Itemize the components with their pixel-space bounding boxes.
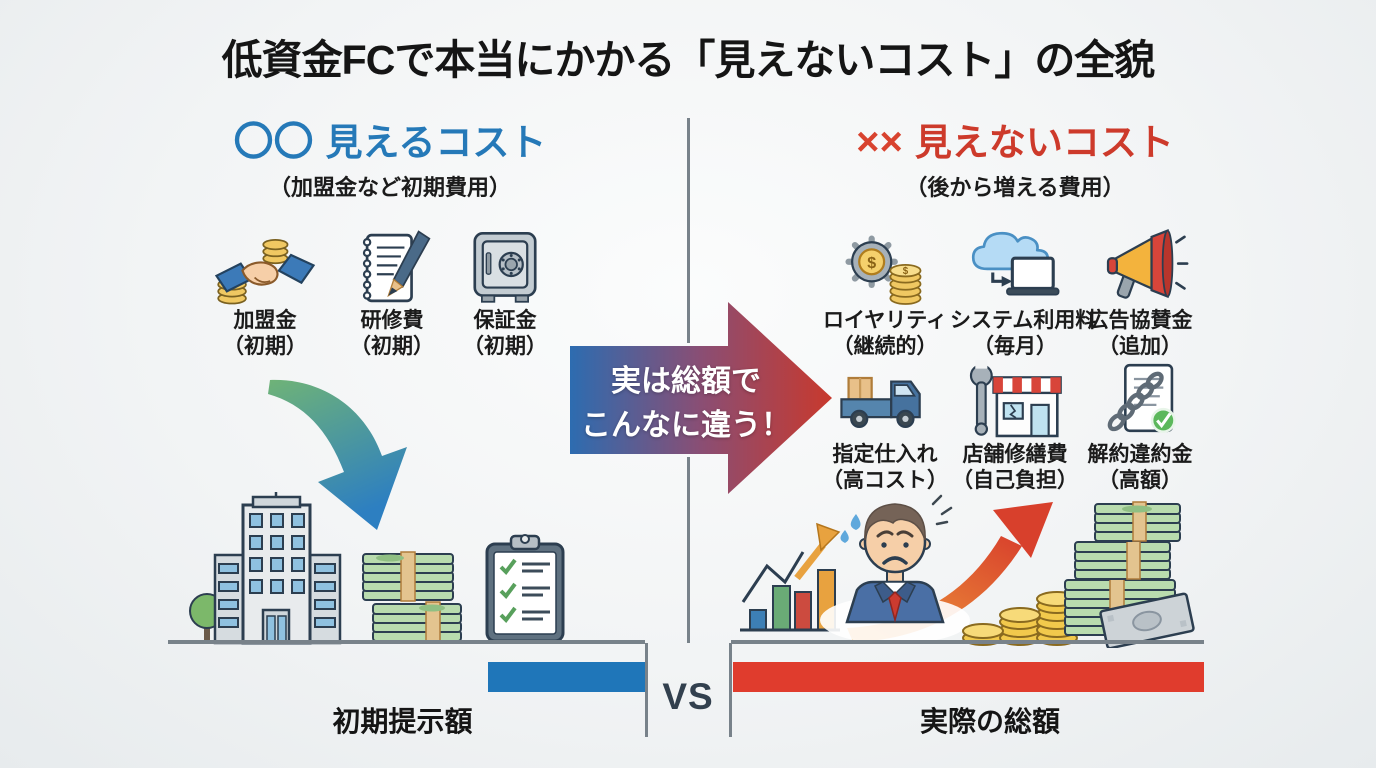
cost-item-training-fee: 研修費 （初期）	[327, 226, 457, 359]
svg-text:$: $	[903, 266, 909, 277]
cost-item-label: 研修費	[360, 309, 424, 332]
visible-costs-subtitle: （加盟金など初期費用）	[268, 175, 511, 200]
actual-amount-label: 実際の総額	[919, 706, 1060, 737]
chain-contract-icon	[1075, 360, 1205, 442]
cost-item-label: 店舗修繕費	[962, 443, 1068, 466]
worried-businessman-icon	[820, 494, 970, 644]
cost-item-franchise-fee: 加盟金 （初期）	[200, 226, 330, 359]
initial-amount-bar	[488, 662, 645, 692]
cost-item-label: 解約違約金	[1087, 443, 1193, 466]
cost-item-cancellation-fee: 解約違約金 （高額）	[1075, 360, 1205, 493]
initial-amount-label: 初期提示額	[332, 706, 473, 737]
cost-item-label: 保証金	[473, 309, 537, 332]
center-divider-bottom	[687, 457, 690, 643]
vs-divider-left	[645, 643, 648, 737]
cost-item-label: システム利用料	[950, 309, 1097, 332]
safe-icon	[440, 226, 570, 308]
vs-divider-right	[729, 643, 732, 737]
coin-stacks-icon	[962, 591, 1078, 646]
cost-item-sublabel: （初期）	[223, 334, 307, 358]
cost-item-sublabel: （毎月）	[973, 334, 1057, 358]
visible-costs-heading: 見えるコスト	[325, 121, 547, 163]
cost-item-sublabel: （継続的）	[832, 334, 938, 358]
cost-item-system-fee: システム利用料 （毎月）	[950, 226, 1097, 359]
cost-item-label: ロイヤリティ	[822, 309, 948, 332]
cost-item-royalty: $ $ ロイヤリティ （継続的）	[820, 226, 950, 359]
notebook-pen-icon	[327, 226, 457, 308]
actual-amount-bar	[733, 662, 1204, 692]
hidden-costs-subtitle: （後から増える費用）	[905, 175, 1125, 200]
arrow-text-line1: 実は総額で	[611, 365, 761, 398]
gear-coin-icon: $ $	[820, 226, 950, 308]
ground-line-left	[168, 640, 645, 644]
ground-line-right	[731, 640, 1204, 644]
cost-item-sublabel: （高額）	[1098, 468, 1182, 492]
cost-item-sublabel: （初期）	[463, 334, 547, 358]
center-divider-top	[687, 118, 690, 343]
cost-item-repair-fee: 店舗修繕費 （自己負担）	[950, 360, 1080, 493]
cloud-laptop-icon	[950, 226, 1080, 308]
handshake-coins-icon	[200, 226, 330, 308]
cost-item-label: 広告協賛金	[1087, 309, 1193, 332]
cost-item-sublabel: （自己負担）	[952, 468, 1078, 492]
cost-item-label: 加盟金	[233, 309, 297, 332]
down-arrow-icon	[268, 379, 407, 530]
page-title: 低資金FCで本当にかかる「見えないコスト」の全貌	[221, 37, 1156, 83]
wrench-store-icon	[950, 360, 1080, 442]
svg-text:$: $	[867, 255, 876, 272]
comparison-arrow	[570, 302, 832, 494]
megaphone-icon	[1075, 226, 1205, 308]
vs-label: VS	[662, 676, 714, 717]
actual-cost-illustration	[740, 494, 1195, 648]
cost-item-sublabel: （初期）	[350, 334, 434, 358]
hidden-costs-heading: 見えないコスト	[914, 121, 1174, 163]
hidden-costs-header: ×× 見えないコスト	[825, 122, 1205, 162]
cost-item-ad-fee: 広告協賛金 （追加）	[1075, 226, 1205, 359]
cost-item-sublabel: （追加）	[1098, 334, 1182, 358]
arrow-text-line2: こんなに違う！	[581, 408, 791, 442]
cost-item-deposit: 保証金 （初期）	[440, 226, 570, 359]
cost-item-sublabel: （高コスト）	[822, 468, 948, 492]
circle-marks: 〇〇	[233, 120, 314, 164]
cost-item-designated-supply: 指定仕入れ （高コスト）	[820, 360, 950, 493]
comparison-arrow-text: 実は総額で こんなに違う！	[556, 360, 816, 447]
office-building-icon	[213, 492, 342, 645]
visible-costs-header: 〇〇 見えるコスト	[205, 122, 575, 162]
delivery-truck-icon	[820, 360, 950, 442]
initial-cost-illustration	[189, 492, 565, 645]
money-stack-icon	[362, 551, 462, 642]
cost-item-label: 指定仕入れ	[832, 443, 938, 466]
clipboard-checklist-icon	[485, 534, 565, 643]
banknote-icon	[1099, 592, 1195, 648]
cross-marks: ××	[856, 120, 903, 164]
